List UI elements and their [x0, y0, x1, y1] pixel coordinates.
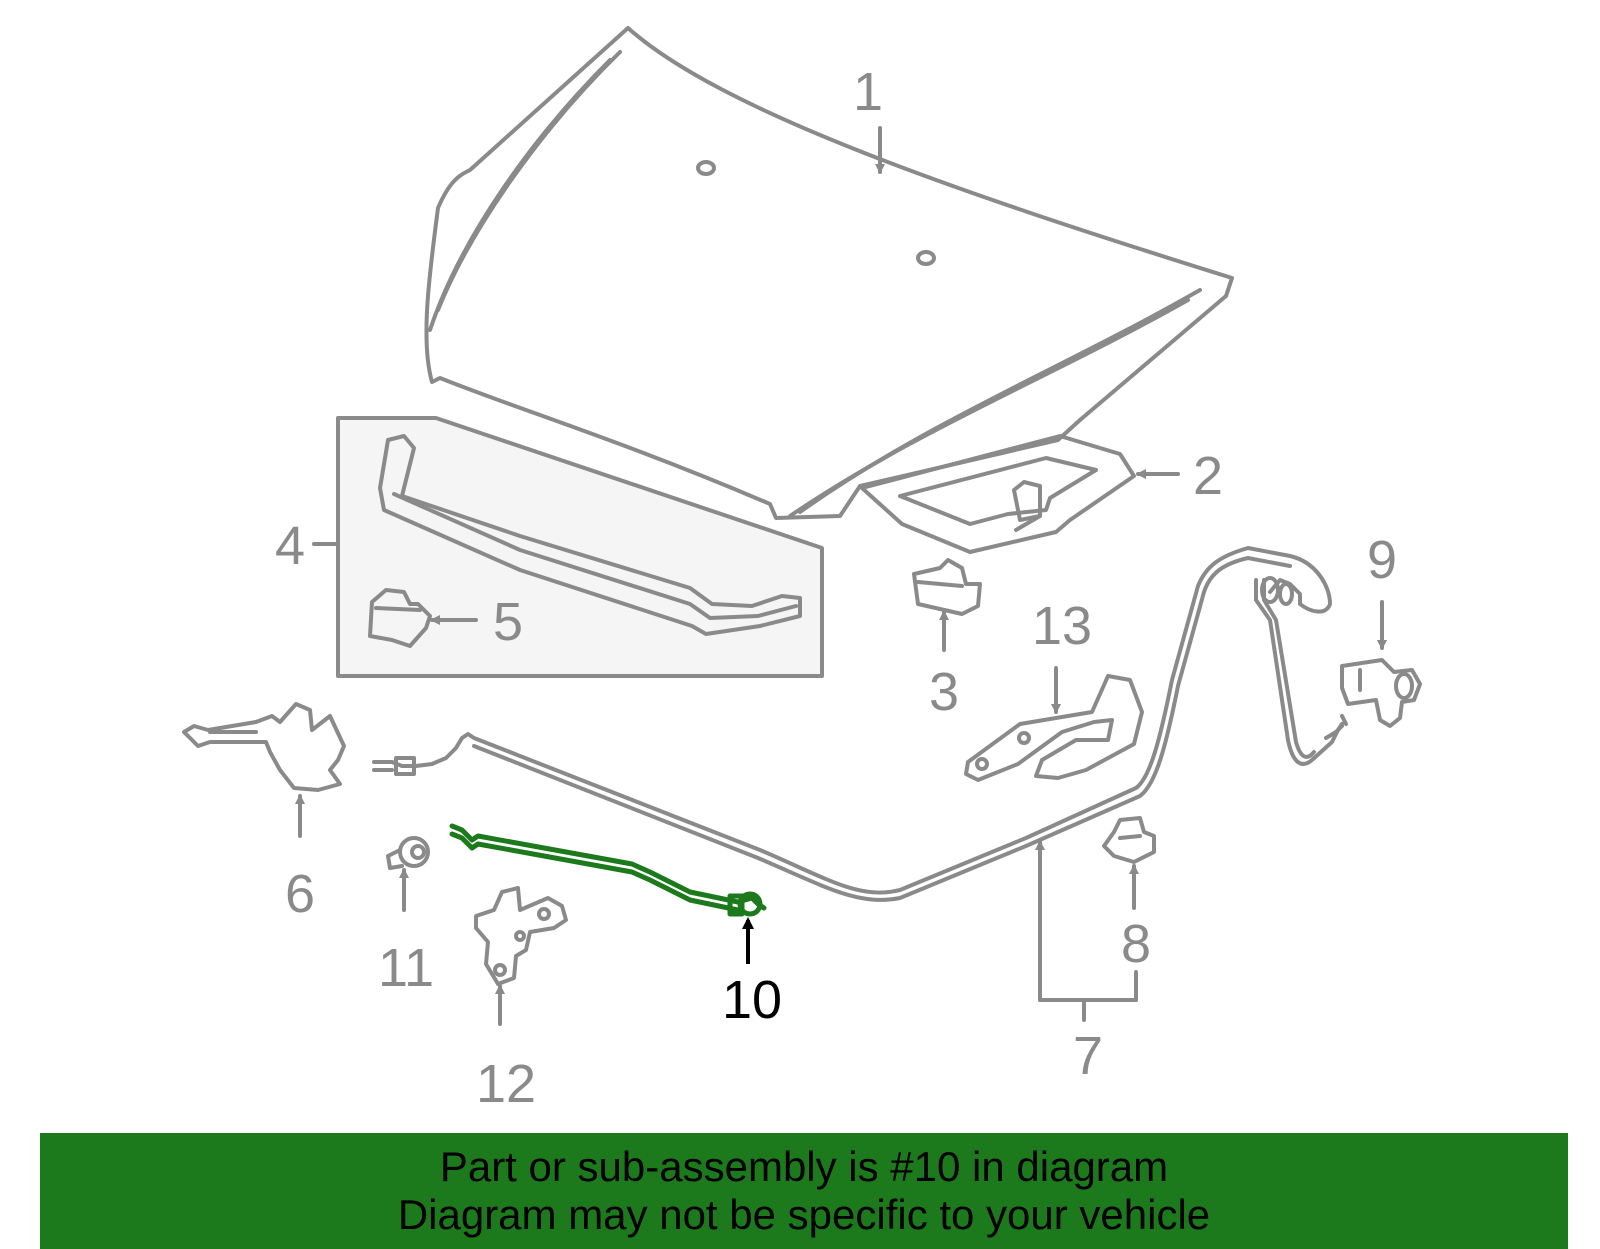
- callout-3: 3: [929, 662, 959, 722]
- part-8-clip: [1102, 816, 1156, 864]
- part-10-prop-rod: [449, 823, 767, 917]
- banner-line-disclaimer: Diagram may not be specific to your vehi…: [397, 1191, 1211, 1238]
- callout-1: 1: [853, 62, 883, 122]
- callout-10: 10: [722, 970, 782, 1030]
- part-9-striker: [1340, 658, 1422, 728]
- callout-2: 2: [1193, 446, 1223, 506]
- callout-8: 8: [1121, 914, 1151, 974]
- callout-12: 12: [476, 1054, 536, 1114]
- leader-lines: [295, 126, 1387, 1026]
- part-7-release-cable: [372, 546, 1348, 902]
- callout-5: 5: [493, 592, 523, 652]
- callout-9: 9: [1367, 530, 1397, 590]
- callout-11: 11: [378, 938, 434, 998]
- callout-6: 6: [285, 864, 315, 924]
- part-4-seal: [378, 434, 802, 636]
- callout-4: 4: [275, 516, 305, 576]
- inset-box: [336, 416, 824, 678]
- part-2-insulator: [860, 434, 1136, 554]
- part-12-bracket: [474, 886, 568, 986]
- banner-line-part: Part or sub-assembly is #10 in diagram: [439, 1143, 1169, 1190]
- part-11-grommet: [386, 836, 430, 870]
- part-3-clip: [912, 558, 982, 616]
- callout-13: 13: [1032, 596, 1092, 656]
- part-6-latch: [182, 702, 346, 792]
- part-13-bracket: [964, 674, 1144, 782]
- callout-7: 7: [1073, 1026, 1103, 1086]
- info-banner: Part or sub-assembly is #10 in diagram D…: [40, 1133, 1568, 1249]
- part-1-hood: [424, 26, 1234, 520]
